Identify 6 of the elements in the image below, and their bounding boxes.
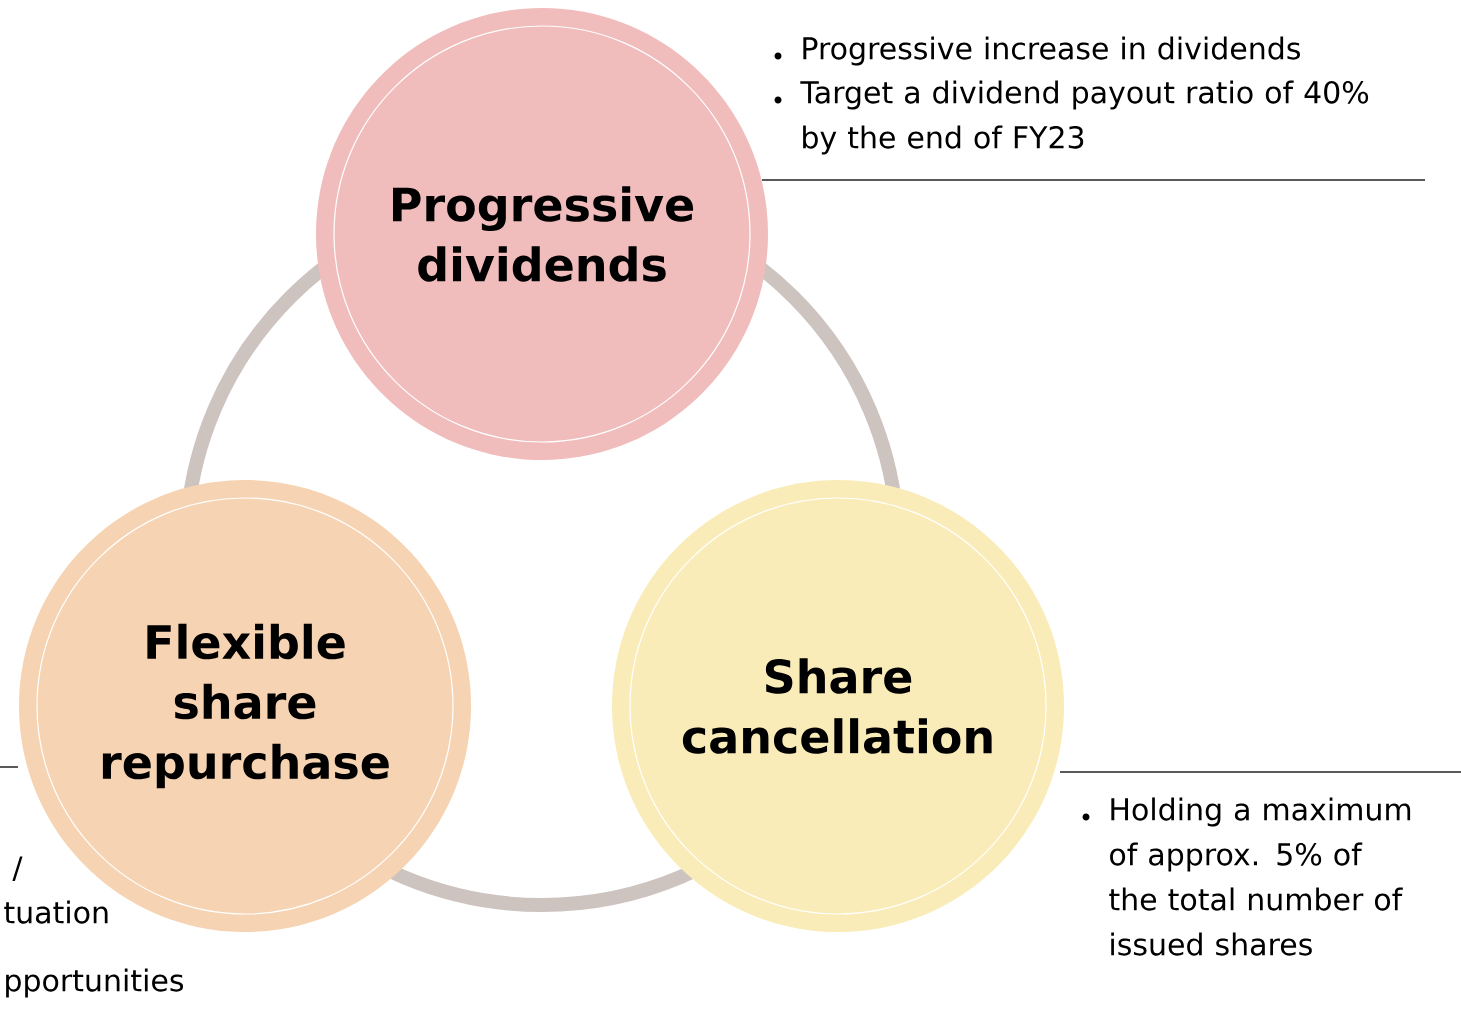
bullet-text: Progressive increase in dividends [803, 36, 1300, 66]
partial-text: pportunities [6, 968, 184, 998]
circle-node: Share cancellation [612, 480, 1064, 932]
bullet-text: Target a dividend payout ratio of 40% by the end of FY23 [800, 80, 1369, 155]
bullet-text: Holding a maximum of approx. 5% of the total number of issued shares [1109, 797, 1411, 956]
circle-node: Progressive dividends [316, 8, 768, 460]
